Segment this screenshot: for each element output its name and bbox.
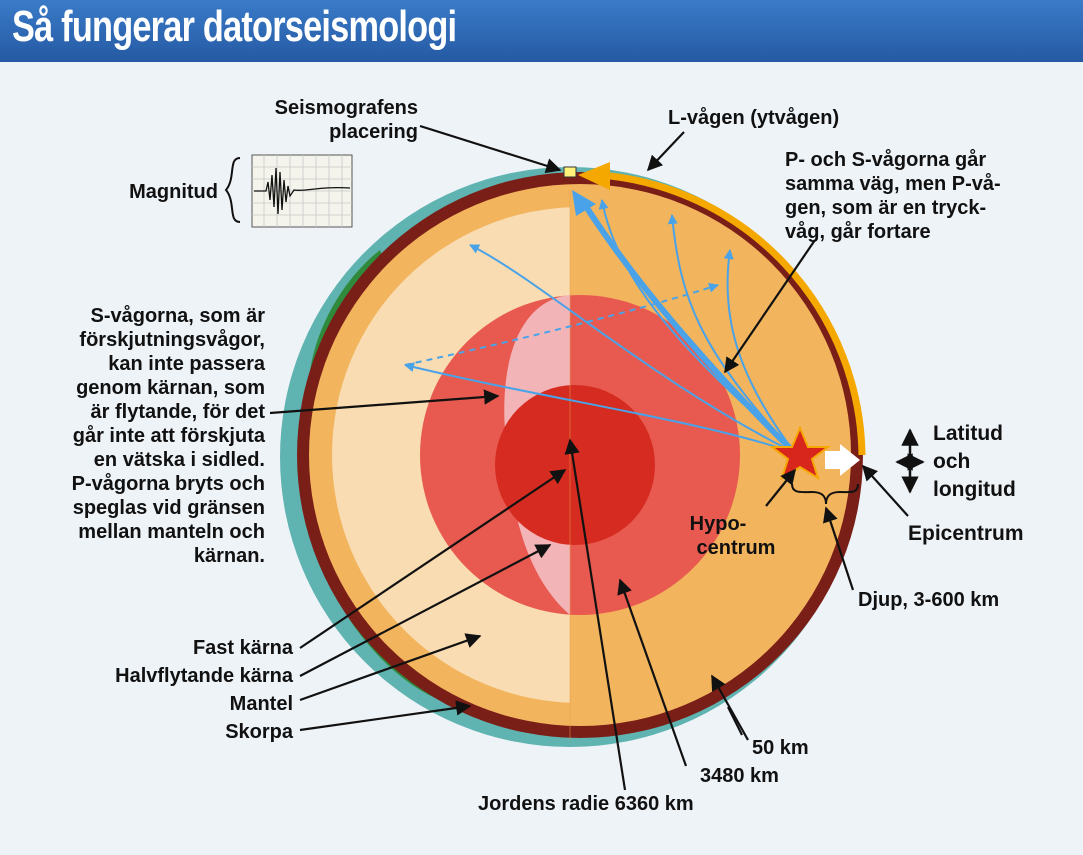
s-waves-label-line: går inte att förskjuta [73,424,266,447]
latitude-label-line1: Latitud [933,422,1003,445]
mantle-label: Mantel [230,693,293,715]
lat-long-arrows-icon [895,428,925,494]
50km-label: 50 km [752,737,809,759]
seismograph-location-label-line2: placering [329,121,418,143]
hypocenter-label-line1: Hypo- [690,513,747,535]
s-waves-label-line: är flytande, för det [91,401,266,423]
diagram-panel: Seismografens placering Magnitud L-vågen… [0,62,1083,855]
s-waves-label-line: en vätska i sidled. [94,449,265,471]
s-waves-label-line: kan inte passera [108,353,266,375]
latitude-label-line3: longitud [933,478,1016,501]
page-title: Så fungerar datorseismologi [12,2,457,51]
crust-label: Skorpa [225,721,294,743]
latitude-label-line2: och [933,450,970,473]
depth-label: Djup, 3-600 km [858,589,999,611]
wave-paths [404,190,798,456]
3480km-label: 3480 km [700,765,779,787]
s-waves-label: S-vågorna, som är förskjutningsvågor, ka… [72,304,266,567]
depth-brace [791,483,859,505]
s-waves-label-line: genom kärnan, som [76,377,265,399]
ps-waves-label-line2: samma väg, men P-vå- [785,172,1001,195]
l-wave-label: L-vågen (ytvågen) [668,106,839,129]
s-waves-label-line: kärnan. [194,545,265,567]
ps-waves-label-line3: gen, som är en tryck- [785,197,986,219]
title-banner: Så fungerar datorseismologi [0,0,1083,62]
s-waves-label-line: förskjutningsvågor, [79,328,265,351]
l-wave-arrowhead [578,162,610,190]
semi-liquid-core-label: Halvflytande kärna [115,665,294,687]
leader-lines [269,124,909,791]
l-wave [578,162,866,456]
magnitude-label: Magnitud [129,181,218,203]
s-waves-label-line: S-vågorna, som är [90,304,265,327]
seismograph-location-label-line1: Seismografens [275,97,418,119]
solid-core-label: Fast kärna [193,637,294,659]
magnitude-brace [224,157,241,223]
s-waves-label-line: P-vågorna bryts och [72,472,265,495]
epicenter-white-arrow [825,444,860,476]
seismograph-marker [563,166,577,178]
seismogram [251,154,353,228]
hypocenter-label-line2: centrum [697,537,776,559]
earth-radius-label: Jordens radie 6360 km [478,793,694,815]
earth-cross-section-diagram: Seismografens placering Magnitud L-vågen… [72,97,1024,815]
hypocenter-star [769,425,831,481]
s-waves-label-line: mellan manteln och [78,521,265,543]
ps-waves-label-line4: våg, går fortare [785,220,931,243]
s-waves-label-line: speglas vid gränsen [73,497,265,519]
epicenter-label: Epicentrum [908,522,1024,545]
ps-waves-label-line1: P- och S-vågorna går [785,148,986,171]
p-wave-arrowhead [572,190,596,216]
